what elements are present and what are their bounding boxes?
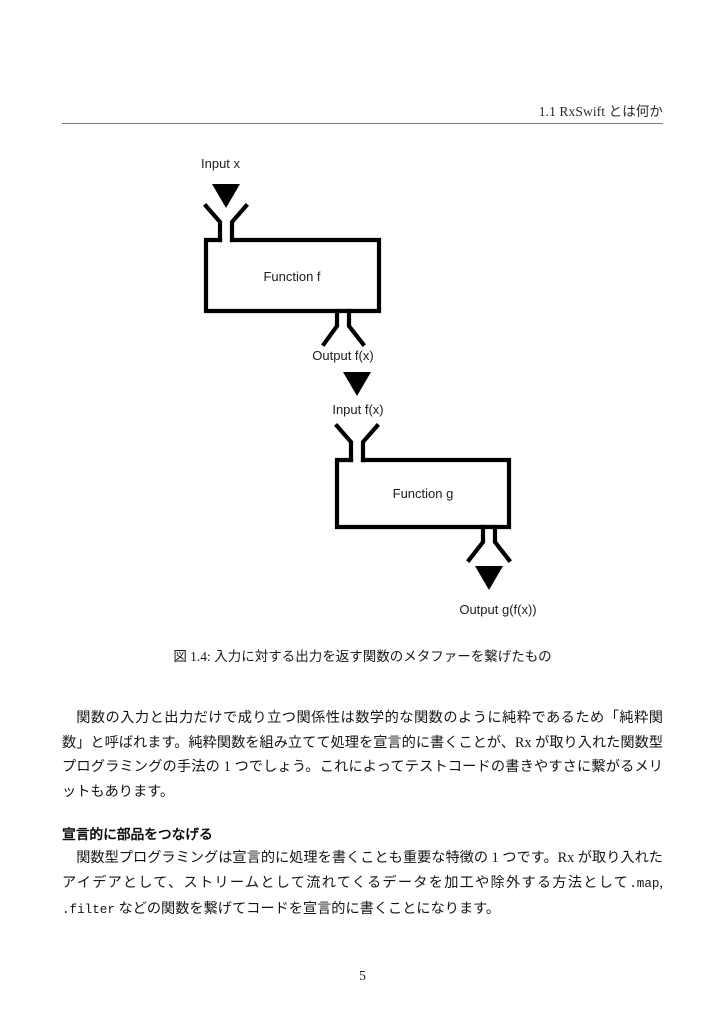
funnel-f-body [203,237,382,314]
code-map: .map [629,876,660,891]
code-filter: .filter [62,902,115,917]
paragraph-declarative-text-2: などの関数を繋げてコードを宣言的に書くことになります。 [114,900,501,917]
label-function-f: Function f [263,269,320,284]
figure-1-4-diagram: Input x Function f Output f(x) Input f(x… [0,138,725,638]
label-function-g: Function g [393,486,454,501]
label-output-gfx: Output g(f(x)) [459,602,536,617]
arrow-into-funnel-f [212,184,240,208]
funnel-chain-svg: Input x Function f Output f(x) Input f(x… [201,156,537,617]
funnel-g-inlet-right [360,423,380,463]
page-number: 5 [359,968,366,983]
paragraph-declarative-separator: , [659,874,663,891]
funnel-f-inlet-left [203,203,223,243]
body-content: 関数の入力と出力だけで成り立つ関係性は数学的な関数のように純粋であるため「純粋関… [62,706,663,922]
arrow-between-funnels [343,372,371,396]
funnel-f-outlet-right [346,308,366,347]
funnel-g-outlet-left [466,524,486,563]
funnel-f-inlet-right [229,203,249,243]
funnel-f-outlet-left [321,308,340,347]
funnel-g-body [334,457,512,530]
paragraph-declarative-text-1: 関数型プログラミングは宣言的に処理を書くことも重要な特徴の 1 つです。Rx が… [62,850,663,891]
paragraph-declarative: 関数型プログラミングは宣言的に処理を書くことも重要な特徴の 1 つです。Rx が… [62,846,663,922]
label-output-fx: Output f(x) [312,348,373,363]
funnel-g-outlet-right [492,524,512,563]
subheading-declarative: 宣言的に部品をつなげる [62,827,213,843]
label-input-x: Input x [201,156,241,171]
funnel-g-inlet-left [334,423,354,463]
figure-caption: 図 1.4: 入力に対する出力を返す関数のメタファーを繋げたもの [173,649,552,664]
header-rule [62,123,663,124]
running-header: 1.1 RxSwift とは何か [538,104,663,119]
arrow-out-of-funnel-g [475,566,503,590]
label-input-fx: Input f(x) [332,402,383,417]
paragraph-pure-functions: 関数の入力と出力だけで成り立つ関係性は数学的な関数のように純粋であるため「純粋関… [62,710,663,800]
